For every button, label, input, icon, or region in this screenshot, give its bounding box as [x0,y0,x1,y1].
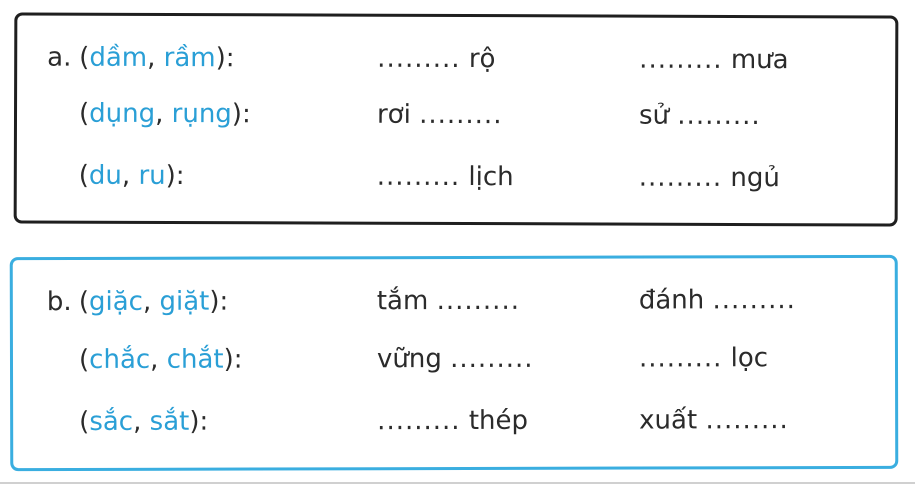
word-text: ngủ [730,162,780,194]
blank[interactable]: ......... [419,99,503,131]
option-1: dầm [89,42,148,73]
option-2: ru [138,160,166,191]
blank[interactable]: ......... [436,285,521,317]
bottom-divider [0,482,915,484]
choice-label: (du, ru): [78,160,185,192]
option-1: chắc [89,344,151,375]
word-text: xuất [639,405,698,436]
option-2: rầm [163,42,216,74]
option-2: sắt [149,406,190,437]
blank[interactable]: ......... [450,343,534,375]
word-1: ......... rộ [377,41,495,77]
word-text: rơi [376,99,411,130]
exercise-row: b.(giặc, giặt): tắm ......... đánh .....… [47,282,895,320]
option-1: giặc [88,286,144,317]
blank[interactable]: ......... [638,162,723,193]
word-2: xuất ......... [639,402,789,438]
word-text: rộ [468,44,496,75]
word-text: tắm [376,286,429,317]
exercise-row: a.(dầm, rầm): ......... rộ ......... mưa [47,40,895,79]
word-1: rơi ......... [377,97,503,133]
blank[interactable]: ......... [376,161,461,193]
choice-label: (dụng, rụng): [78,98,251,130]
choice-label: b.(giặc, giặt): [47,284,229,320]
word-text: lịch [468,162,514,193]
option-1: sắc [89,406,134,437]
option-1: dụng [89,98,156,129]
section-prefix: b. [46,287,72,318]
exercise-box-a: a.(dầm, rầm): ......... rộ ......... mưa… [13,12,899,227]
choice-label: a.(dầm, rầm): [47,40,234,77]
blank[interactable]: ......... [638,343,723,374]
blank[interactable]: ......... [377,405,461,437]
word-2: ......... ngủ [639,160,780,196]
exercise-row: (du, ru): ......... lịch ......... ngủ [47,158,895,197]
word-text: mưa [730,44,789,76]
blank[interactable]: ......... [639,44,723,75]
word-2: sử ......... [639,98,761,134]
choice-label: (chắc, chắt): [78,344,243,375]
section-prefix: a. [47,42,72,73]
word-2: ......... lọc [639,340,768,376]
word-1: vững ......... [377,341,534,377]
exercise-box-b: b.(giặc, giặt): tắm ......... đánh .....… [9,254,899,472]
option-2: giặt [159,286,210,317]
word-text: đánh [638,285,705,316]
word-text: sử [638,100,670,131]
blank[interactable]: ......... [377,43,461,75]
word-2: ......... mưa [639,42,789,79]
blank[interactable]: ......... [712,285,796,316]
word-1: ......... thép [377,403,528,439]
word-text: lọc [730,343,769,374]
word-1: tắm ......... [377,283,520,319]
option-2: chắt [166,344,224,375]
word-1: ......... lịch [377,159,514,195]
word-2: đánh ......... [639,282,796,318]
word-text: vững [376,344,442,375]
exercise-row: (sắc, sắt): ......... thép xuất ........… [47,402,895,440]
blank[interactable]: ......... [705,405,789,436]
option-2: rụng [171,99,232,130]
word-text: thép [468,405,529,436]
choice-label: (sắc, sắt): [79,406,209,437]
option-1: du [88,160,122,191]
blank[interactable]: ......... [677,100,761,132]
exercise-row: (dụng, rụng): rơi ......... sử ......... [47,96,895,135]
exercise-row: (chắc, chắt): vững ......... ......... l… [47,340,895,378]
